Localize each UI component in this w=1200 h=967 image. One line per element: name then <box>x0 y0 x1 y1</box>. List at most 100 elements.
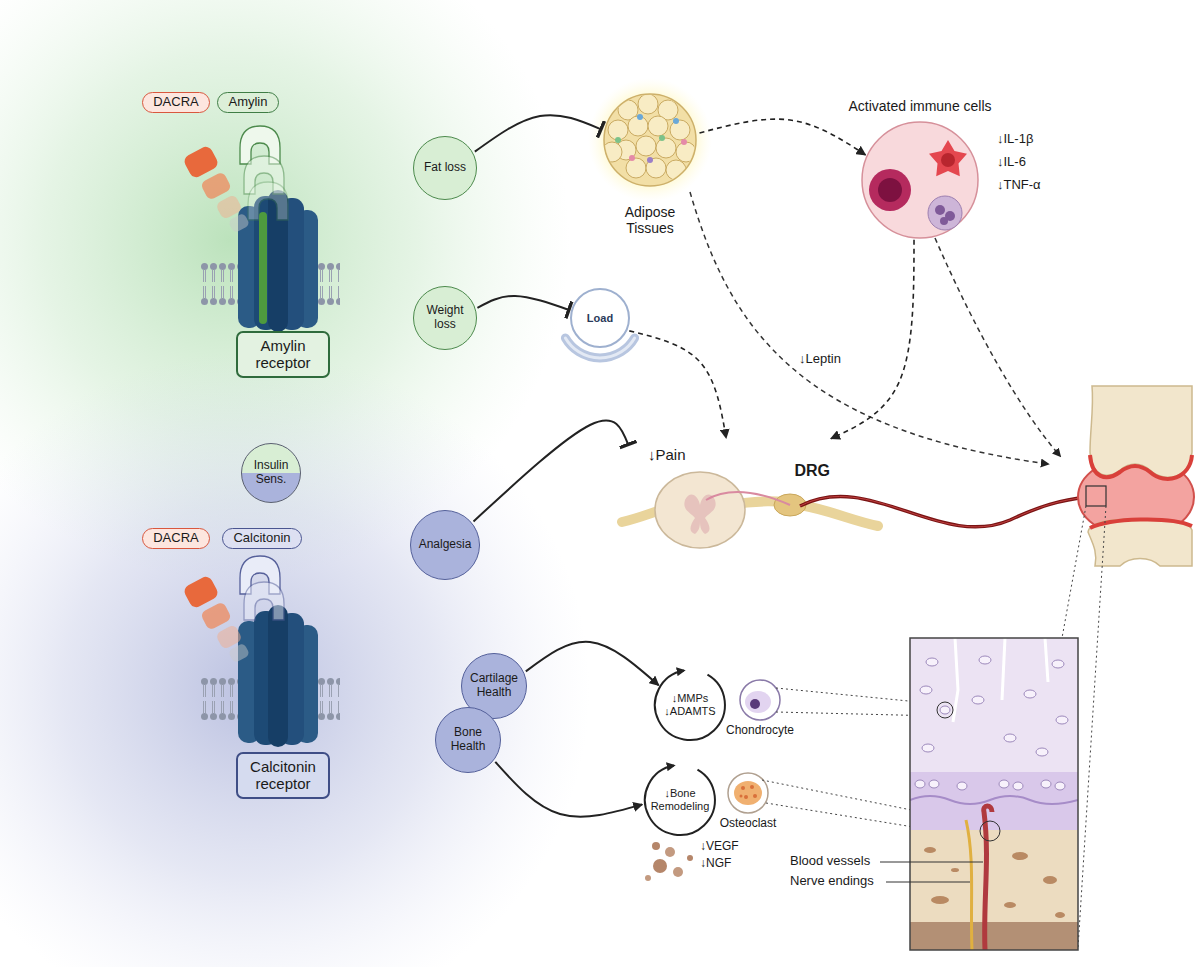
adipose-tissue-illustration <box>588 78 712 202</box>
cartilage-bone-zoom <box>931 896 949 904</box>
cartilage-bone-zoom <box>1004 902 1016 908</box>
cell-node: Osteoclast <box>720 773 777 831</box>
adipose-tissue-illustration <box>646 158 666 178</box>
knee-joint-illustration <box>1086 486 1106 506</box>
adipose-tissue-illustration <box>666 160 686 180</box>
receptor-box: Calcitonin receptor <box>236 752 330 799</box>
adipose-tissue-illustration <box>615 137 621 143</box>
adipose-tissue-illustration <box>673 118 679 124</box>
node-label: Osteoclast <box>720 817 777 831</box>
node-label: Bone Health <box>451 726 486 754</box>
cytokine-label: ↓IL-6 <box>997 155 1026 170</box>
growth-factor-dots <box>687 855 693 861</box>
amylin-receptor-illustration <box>182 144 220 179</box>
immune-cells-illustration <box>929 140 967 176</box>
spinal-cord-illustration <box>655 472 745 548</box>
cartilage-bone-zoom <box>915 780 925 788</box>
structure-label: Blood vessels <box>790 854 870 869</box>
cartilage-bone-zoom <box>1004 734 1016 742</box>
calcitonin-receptor-illustration <box>200 601 232 631</box>
node-label: Cartilage Health <box>470 672 518 700</box>
cartilage-bone-zoom <box>922 744 934 752</box>
adipose-tissue-illustration <box>637 114 643 120</box>
cartilage-bone-zoom <box>1041 780 1051 788</box>
spinal-cord-illustration <box>684 495 715 534</box>
growth-factor-label: ↓NGF <box>700 857 731 871</box>
cycle-node: ↓Bone Remodeling <box>644 764 716 836</box>
chondrocyte-illustration <box>740 680 780 720</box>
node-label: Amylin <box>228 95 267 110</box>
peptide-pill: Amylin <box>217 92 279 113</box>
illustration-frame <box>740 680 780 720</box>
mediator-label: ↓Leptin <box>797 352 843 367</box>
node-label: Amylin receptor <box>255 337 310 372</box>
cartilage-bone-zoom <box>926 658 938 666</box>
growth-factor-dots <box>645 875 651 881</box>
cell-node: Activated immune cells <box>848 98 991 238</box>
structure-label: Nerve endings <box>790 874 874 889</box>
leader-line <box>886 882 970 883</box>
drug-pill: DACRA <box>142 92 210 113</box>
node-label: DACRA <box>153 531 199 546</box>
immune-cells-illustration <box>941 153 955 167</box>
symptom-label: ↓Pain <box>648 446 686 463</box>
adipose-tissue-illustration <box>670 120 690 140</box>
node-label: Activated immune cells <box>848 98 991 114</box>
illustration-frame <box>728 773 768 813</box>
cycle-node: ↓MMPs ↓ADAMTS <box>655 670 725 740</box>
adipose-tissue-illustration <box>681 139 687 145</box>
node-label: Calcitonin <box>233 531 290 546</box>
arrow-connector <box>831 240 914 439</box>
arrow-connector <box>526 642 659 686</box>
inhibition-connector <box>474 420 629 521</box>
background-halo <box>0 350 590 967</box>
cartilage-bone-zoom <box>1002 638 1005 700</box>
calcitonin-receptor-illustration <box>182 556 284 663</box>
illustration-frame <box>862 122 978 238</box>
node-label: Insulin Sens. <box>254 459 289 487</box>
load-node: Load <box>570 288 630 348</box>
adipose-tissue-illustration <box>604 94 696 186</box>
growth-factor-dots <box>652 842 660 850</box>
amylin-receptor-illustration <box>182 126 340 332</box>
adipose-tissue-illustration <box>647 157 653 163</box>
effect-circle: Bone Health <box>435 707 501 773</box>
cartilage-bone-zoom <box>1056 716 1068 724</box>
systemic-dashed-arrow <box>690 192 1048 464</box>
systemic-dashed-arrow <box>935 238 1060 456</box>
node-label: DRG <box>794 462 830 480</box>
cartilage-bone-zoom <box>910 638 1078 950</box>
arrow-connector <box>629 331 726 438</box>
immune-cells-illustration <box>940 217 948 225</box>
knee-joint-illustration <box>1090 386 1192 477</box>
node-label: DACRA <box>153 95 199 110</box>
cartilage-bone-zoom <box>979 656 991 664</box>
adipose-tissue-illustration <box>602 142 622 162</box>
cytokine-label: ↓TNF-α <box>997 178 1041 193</box>
spinal-cord-illustration <box>800 496 1088 526</box>
cartilage-bone-zoom <box>1012 852 1028 860</box>
chondrocyte-illustration <box>740 680 939 720</box>
immune-cells-illustration <box>935 205 945 215</box>
cell-node: Chondrocyte <box>726 680 794 738</box>
spinal-cord-illustration <box>800 496 1088 526</box>
peptide-pill: Calcitonin <box>222 528 302 549</box>
tissue-node: Adipose Tissues <box>602 92 698 236</box>
leader-line <box>880 862 983 863</box>
amylin-receptor-illustration <box>248 182 288 220</box>
cartilage-bone-zoom <box>957 782 967 790</box>
amylin-receptor-illustration <box>228 213 250 234</box>
osteoclast-illustration <box>753 794 757 798</box>
adipose-tissue-illustration <box>656 138 676 158</box>
effect-circle: Analgesia <box>410 510 480 580</box>
cartilage-bone-zoom <box>966 820 972 950</box>
knee-joint-illustration <box>1090 455 1192 479</box>
background-halo <box>0 0 590 967</box>
cartilage-bone-zoom <box>1052 660 1064 668</box>
split-circle: Insulin Sens. <box>241 443 301 503</box>
knee-joint-illustration <box>1090 519 1192 528</box>
adipose-tissue-illustration <box>676 142 696 162</box>
cycle-arrow <box>655 671 725 740</box>
cartilage-bone-zoom <box>910 922 1078 950</box>
